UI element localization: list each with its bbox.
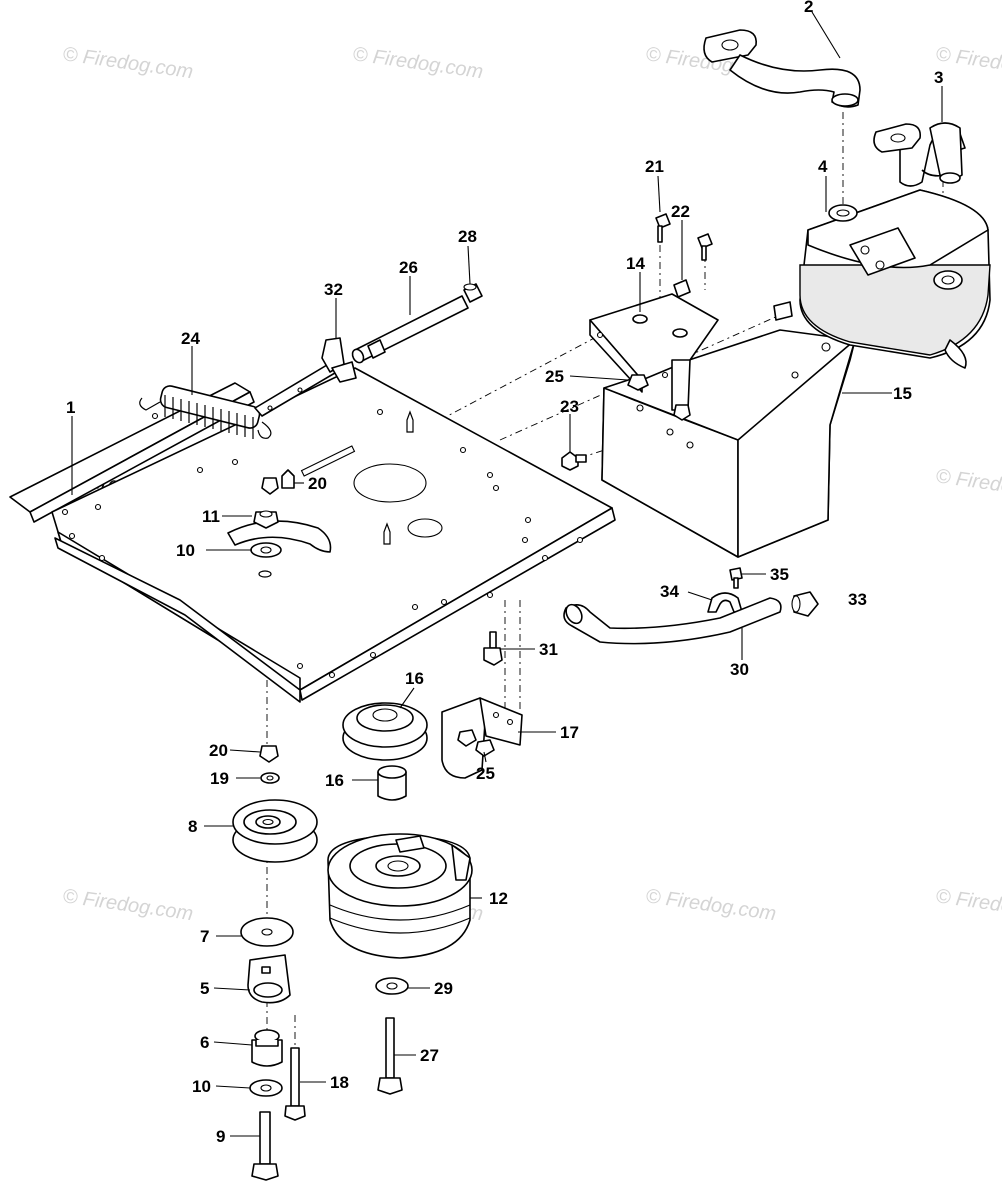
bolt-31: [483, 631, 503, 666]
adjuster-slot-plate: [227, 510, 332, 578]
watermark-4: © Firedog.com: [934, 43, 1002, 83]
watermark-7: © Firedog.com: [934, 465, 1002, 505]
watermark-1: © Firedog.com: [61, 43, 194, 83]
exhaust-pipe-right: [873, 122, 966, 187]
washer-19: [260, 772, 280, 784]
upper-nut-bolt: [261, 469, 295, 495]
idler-arm-5: [247, 954, 291, 1004]
callout-11: 11: [202, 507, 220, 526]
callout-12: 12: [489, 889, 508, 908]
hose-end-cap: [791, 591, 819, 617]
muffler-bracket: [601, 329, 856, 558]
callout-5: 5: [200, 979, 209, 998]
callout-20-upper: 20: [308, 474, 327, 493]
callout-23: 23: [560, 397, 579, 416]
callout-28: 27: [420, 1046, 439, 1065]
bolt-9: [251, 1111, 279, 1181]
callout-9: 9: [216, 1127, 225, 1146]
lower-nut-20: [259, 745, 279, 763]
idler-pulley-8: [232, 799, 318, 863]
callout-21: 21: [645, 157, 664, 176]
callout-32: 30: [730, 660, 749, 679]
bracket-17-nuts: [457, 729, 495, 757]
callout-10-upper: 10: [176, 541, 195, 560]
callout-31: 31: [539, 640, 558, 659]
callout-6: 6: [200, 1033, 209, 1052]
spacer-16: [377, 765, 407, 801]
washer-10-lower: [249, 1079, 283, 1097]
tension-lever: [254, 337, 357, 417]
callout-14: 15: [893, 384, 912, 403]
callout-25-upper: 25: [545, 367, 564, 386]
callout-15: 16: [405, 669, 424, 688]
callout-labels: 2 3 4 21 22 14 15 23 25 28 26 32 24 1 20…: [66, 0, 943, 1146]
callout-19: 19: [210, 769, 229, 788]
callout-18: 18: [330, 1073, 349, 1092]
callout-4: 4: [818, 157, 828, 176]
callout-30: 32: [324, 280, 343, 299]
watermark-8: © Firedog.com: [61, 885, 194, 925]
callout-7: 7: [200, 927, 209, 946]
deck-plate: [9, 367, 616, 703]
guide-rod: [351, 295, 469, 364]
watermark-11: © Firedog.com: [934, 885, 1002, 925]
callout-25-lower: 25: [476, 764, 495, 783]
callout-3: 3: [934, 68, 943, 87]
callout-35: 35: [770, 565, 789, 584]
watermark-10: © Firedog.com: [644, 885, 777, 925]
idler-pulley-15: [342, 702, 428, 761]
pipe-clamp: [707, 567, 743, 613]
callout-20-lower: 20: [209, 741, 228, 760]
callout-16: 16: [325, 771, 344, 790]
callout-8: 8: [188, 817, 197, 836]
callout-2: 2: [804, 0, 813, 16]
watermark-2: © Firedog.com: [351, 43, 484, 83]
callout-26: 26: [399, 258, 418, 277]
bracket-nuts: [627, 374, 691, 421]
bolt-28: [377, 1017, 403, 1095]
callout-10-lower: 10: [192, 1077, 211, 1096]
callout-33: 33: [848, 590, 867, 609]
angle-bracket: [589, 293, 719, 411]
tension-spring: [139, 385, 272, 439]
washer-29: [375, 977, 409, 995]
muffler: [799, 189, 991, 369]
electric-clutch: [327, 833, 473, 959]
hose: [563, 597, 782, 645]
bracket-bolts: [655, 213, 793, 321]
callout-1: 1: [66, 398, 75, 417]
bushing-6: [251, 1029, 283, 1067]
callout-27: 28: [458, 227, 477, 246]
callout-17: 17: [560, 723, 579, 742]
callout-13: 14: [626, 254, 645, 273]
mount-pin: [561, 451, 587, 471]
idler-plate-7: [240, 917, 294, 947]
callout-29: 29: [434, 979, 453, 998]
rod-end-cap: [463, 283, 483, 303]
exhaust-pipe-left: [703, 29, 861, 108]
bolt-18: [284, 1047, 306, 1121]
callout-34: 34: [660, 582, 679, 601]
callout-24: 24: [181, 329, 200, 348]
leader-lines: [71, 11, 943, 1137]
callout-22: 22: [671, 202, 690, 221]
